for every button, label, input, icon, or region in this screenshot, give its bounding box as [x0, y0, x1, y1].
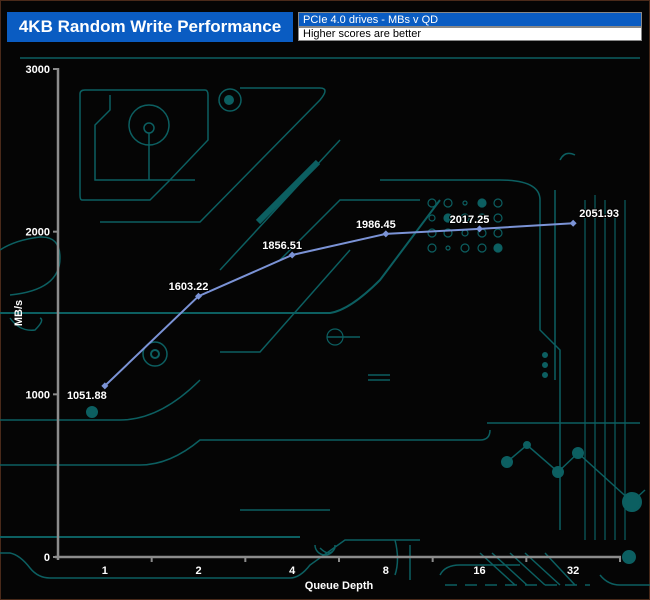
bg-trace: [380, 179, 561, 530]
x-tick-label: 2: [195, 565, 201, 577]
data-point: [101, 382, 109, 390]
y-tick-label: 2000: [26, 227, 50, 239]
bg-dot: [542, 372, 548, 378]
bg-trace: [94, 95, 195, 181]
bg-ring: [150, 349, 160, 359]
bg-trace: [9, 317, 43, 331]
x-tick-label: 4: [289, 565, 296, 577]
y-tick-label: 0: [44, 552, 50, 564]
bg-dot: [552, 466, 564, 478]
y-tick-label: 1000: [26, 389, 50, 401]
bg-dot: [622, 550, 636, 564]
data-label: 1856.51: [262, 240, 302, 252]
chart-title: 4KB Random Write Performance: [7, 12, 293, 42]
data-labels: 1051.88 1603.22 1856.51 1986.45 2017.25 2051.…: [66, 207, 620, 403]
bg-trace: [368, 374, 390, 381]
bg-trace: [439, 564, 520, 576]
bg-trace: [220, 249, 351, 353]
data-point: [288, 251, 296, 259]
bg-dot: [523, 441, 531, 449]
series-line: [104, 222, 574, 387]
x-tick-label: 16: [473, 565, 485, 577]
data-point: [195, 292, 202, 300]
series-line-group: [101, 219, 577, 390]
bg-trace: [0, 199, 441, 314]
bg-dot: [224, 95, 234, 105]
bg-trace: [584, 195, 626, 540]
data-point: [382, 230, 390, 238]
bg-trace: [0, 379, 201, 421]
x-tick-label: 8: [383, 565, 389, 577]
bg-trace: [559, 152, 576, 161]
axes: [55, 68, 621, 560]
bg-trace: [0, 539, 420, 579]
x-ticks: 1 2 4 8 16 32: [102, 557, 621, 577]
bg-dot: [622, 492, 642, 512]
bg-trace: [79, 89, 209, 201]
bg-trace: [255, 159, 321, 225]
y-axis-title: MB/s: [13, 300, 25, 326]
data-point: [476, 225, 483, 233]
bg-ring: [142, 341, 168, 367]
bg-trace: [394, 539, 411, 580]
bg-trace: [599, 574, 650, 586]
bg-dot: [572, 447, 584, 459]
bg-trace: [279, 199, 420, 261]
data-label: 1051.88: [67, 390, 107, 402]
x-axis-title: Queue Depth: [305, 580, 374, 592]
data-point: [569, 219, 577, 227]
bg-trace: [219, 139, 341, 271]
y-ticks: 0 1000 2000 3000: [26, 64, 58, 564]
bg-ring: [218, 88, 242, 112]
y-tick-label: 3000: [26, 64, 50, 76]
bg-trace: [100, 87, 326, 223]
bg-trace: [314, 544, 336, 556]
data-label: 2017.25: [450, 214, 490, 226]
bg-trace: [0, 236, 61, 296]
bg-trace: [0, 429, 491, 466]
x-tick-label: 32: [567, 565, 579, 577]
bg-dot-grid: [427, 198, 503, 253]
data-label: 2051.93: [579, 208, 619, 220]
chart-subtitle: PCIe 4.0 drives - MBs v QD: [298, 12, 642, 27]
bg-dot: [542, 362, 548, 368]
bg-dot: [542, 352, 548, 358]
chart-note: Higher scores are better: [298, 27, 642, 41]
x-tick-label: 1: [102, 565, 108, 577]
bg-dot: [501, 456, 513, 468]
bg-dot: [86, 406, 98, 418]
data-label: 1603.22: [169, 281, 209, 293]
bg-trace: [479, 552, 576, 586]
data-label: 1986.45: [356, 219, 396, 231]
